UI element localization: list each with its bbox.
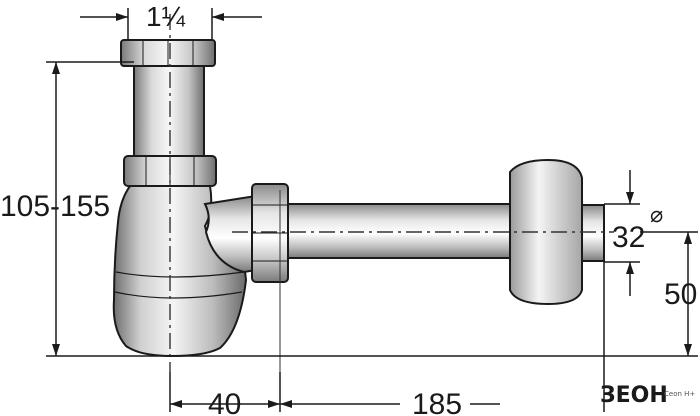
dim-trap-offset: 40 — [208, 388, 241, 416]
dim-outlet-height: 50 — [664, 278, 697, 311]
dim-inlet-size: 1¼ — [146, 1, 186, 32]
dim-outlet-diameter: 32 — [612, 221, 645, 254]
outlet-elbow — [203, 194, 257, 274]
dimension-lines — [46, 8, 698, 412]
diameter-symbol: ⌀ — [650, 202, 663, 227]
dim-height-range: 105-155 — [0, 190, 110, 223]
outlet-stub — [581, 204, 605, 262]
brand-sub: Ceon H+ — [664, 390, 695, 398]
brand-name: ЗЕОН — [600, 383, 668, 408]
brand-logo: ЗЕОН Ceon H+ — [600, 383, 695, 408]
centerlines — [169, 14, 614, 402]
horizontal-pipe — [287, 203, 511, 259]
dim-pipe-length: 185 — [412, 388, 462, 416]
bottle-trap — [112, 39, 605, 358]
vertical-tube — [133, 65, 205, 159]
